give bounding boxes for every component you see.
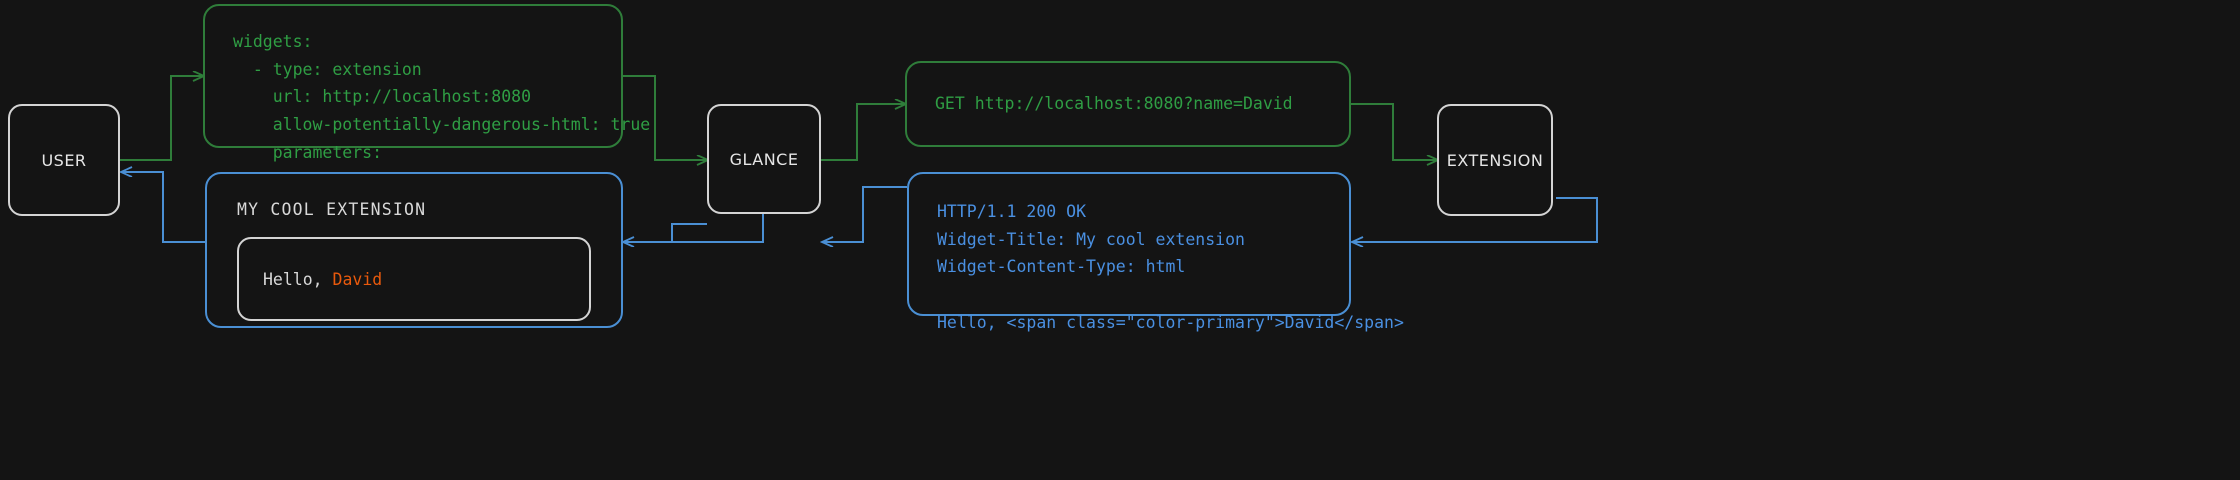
wire-request-to-extension [1351,103,1437,160]
http-response-code: HTTP/1.1 200 OK Widget-Title: My cool ex… [937,202,1404,332]
message-config-yaml: widgets: - type: extension url: http://l… [203,4,650,190]
wire-glance-to-request [821,104,905,161]
node-glance[interactable]: GLANCE [707,104,821,214]
node-user-label: USER [41,150,87,170]
message-rendered-widget: MY COOL EXTENSION Hello, David [205,172,623,328]
config-yaml-code: widgets: - type: extension url: http://l… [233,32,651,190]
node-glance-label: GLANCE [729,149,799,169]
widget-title: MY COOL EXTENSION [237,200,427,219]
message-http-response: HTTP/1.1 200 OK Widget-Title: My cool ex… [907,172,1404,332]
wire-glance-to-widget [672,214,764,243]
widget-body-prefix: Hello, [263,269,333,289]
wire-response-to-glance [823,186,907,242]
wire-user-to-config [120,76,203,161]
message-http-request: GET http://localhost:8080?name=David [905,61,1351,147]
node-extension[interactable]: EXTENSION [1437,104,1553,216]
node-extension-label: EXTENSION [1446,150,1544,170]
widget-body: Hello, David [263,270,382,289]
wire-widget-to-user [122,172,205,243]
widget-card: Hello, David [237,237,591,321]
http-request-code: GET http://localhost:8080?name=David [935,94,1293,114]
wire-glance-down-to-widget [624,223,707,242]
widget-body-accent: David [332,269,383,289]
node-user[interactable]: USER [8,104,120,216]
